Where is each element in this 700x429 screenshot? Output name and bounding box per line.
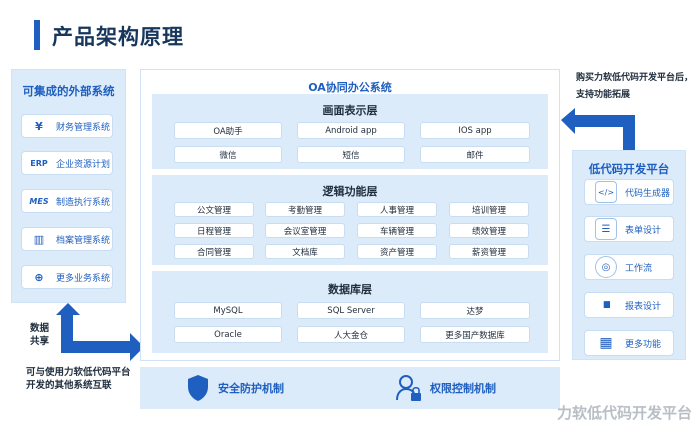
- external-system-more[interactable]: ⊕ 更多业务系统: [21, 265, 113, 289]
- external-system-erp[interactable]: ERP 企业资源计划: [21, 151, 113, 175]
- logic-cell: 培训管理: [449, 202, 529, 217]
- database-cell: 更多国产数据库: [420, 326, 530, 343]
- tool-code-generator[interactable]: </> 代码生成器: [584, 179, 674, 205]
- watermark: 力软低代码开发平台: [556, 404, 692, 422]
- mes-icon: MES: [29, 196, 49, 206]
- external-system-label: 更多业务系统: [56, 273, 111, 284]
- presentation-cell: OA助手: [174, 122, 282, 139]
- code-icon: </>: [595, 181, 617, 203]
- logic-cell: 资产管理: [357, 244, 437, 259]
- tool-label: 报表设计: [625, 301, 662, 312]
- permission-mechanism: 权限控制机制: [396, 367, 496, 409]
- logic-cell: 会议室管理: [265, 223, 345, 238]
- expansion-line2: 支持功能拓展: [576, 90, 631, 100]
- security-mechanism: 安全防护机制: [186, 367, 284, 409]
- external-system-label: 财务管理系统: [56, 122, 111, 133]
- database-cell: Oracle: [174, 326, 282, 343]
- database-cell: 人大金仓: [297, 326, 405, 343]
- logic-cell: 考勤管理: [265, 202, 345, 217]
- tool-label: 代码生成器: [625, 188, 671, 199]
- expansion-arrow: [561, 108, 635, 152]
- lowcode-platform-title: 低代码开发平台: [588, 162, 670, 176]
- shield-icon: [188, 375, 208, 401]
- data-share-line2: 共享: [30, 336, 50, 347]
- presentation-cell: Android app: [297, 122, 405, 139]
- interconnect-note: 可与使用力软低代码平台 开发的其他系统互联: [26, 366, 131, 392]
- page-title: 产品架构原理: [52, 25, 184, 49]
- tool-workflow[interactable]: ◎ 工作流: [584, 254, 674, 280]
- presentation-layer-title: 画面表示层: [322, 104, 378, 117]
- logic-cell: 公文管理: [174, 202, 254, 217]
- data-share-label: 数据 共享: [30, 322, 49, 348]
- database-cell: SQL Server: [297, 302, 405, 319]
- external-systems-panel: 可集成的外部系统: [11, 69, 126, 303]
- presentation-cell: 微信: [174, 146, 282, 163]
- tool-report-design[interactable]: ▮▮ 报表设计: [584, 292, 674, 318]
- database-layer-title: 数据库层: [328, 283, 372, 296]
- database-cell: 达梦: [420, 302, 530, 319]
- expansion-note: 购买力软低代码开发平台后， 支持功能拓展: [576, 72, 693, 102]
- presentation-cell: 短信: [297, 146, 405, 163]
- workflow-icon: ◎: [595, 256, 617, 278]
- data-share-arrow-head: [130, 333, 144, 361]
- database-cell: MySQL: [174, 302, 282, 319]
- security-mechanism-label: 安全防护机制: [218, 382, 284, 395]
- mechanisms-bar: [140, 367, 560, 409]
- tool-label: 更多功能: [625, 339, 662, 350]
- tool-label: 表单设计: [625, 225, 662, 236]
- form-icon: ☰: [595, 218, 617, 240]
- logic-cell: 合同管理: [174, 244, 254, 259]
- user-lock-icon: [396, 375, 421, 401]
- expansion-arrow-shape: [561, 108, 635, 152]
- logic-cell: 车辆管理: [357, 223, 437, 238]
- external-system-mes[interactable]: MES 制造执行系统: [21, 189, 113, 213]
- tool-more-features[interactable]: ▦ 更多功能: [584, 330, 674, 356]
- presentation-cell: IOS app: [420, 122, 530, 139]
- external-system-label: 制造执行系统: [56, 197, 111, 208]
- bar-chart-icon: ▮▮: [603, 300, 611, 310]
- presentation-cell: 邮件: [420, 146, 530, 163]
- permission-mechanism-label: 权限控制机制: [430, 382, 496, 395]
- erp-icon: ERP: [30, 158, 48, 168]
- archive-icon: ▥: [33, 232, 45, 246]
- external-systems-title: 可集成的外部系统: [22, 84, 115, 98]
- external-system-archive[interactable]: ▥ 档案管理系统: [21, 227, 113, 251]
- data-share-line1: 数据: [30, 323, 50, 334]
- external-system-finance[interactable]: ¥ 财务管理系统: [21, 114, 113, 138]
- tool-form-design[interactable]: ☰ 表单设计: [584, 216, 674, 242]
- grid-search-icon: ▦: [599, 335, 613, 351]
- yen-icon: ¥: [35, 119, 43, 133]
- title-accent-bar: [34, 20, 40, 50]
- globe-icon: ⊕: [34, 270, 44, 284]
- logic-cell: 文档库: [265, 244, 345, 259]
- interconnect-line2: 开发的其他系统互联: [26, 380, 112, 391]
- logic-cell: 日程管理: [174, 223, 254, 238]
- expansion-line1: 购买力软低代码开发平台后，: [576, 73, 694, 83]
- logic-cell: 绩效管理: [449, 223, 529, 238]
- external-system-label: 企业资源计划: [56, 159, 111, 170]
- external-system-label: 档案管理系统: [56, 235, 111, 246]
- logic-cell: 人事管理: [357, 202, 437, 217]
- data-share-arrow: [56, 303, 144, 361]
- tool-label: 工作流: [625, 263, 653, 274]
- logic-layer-title: 逻辑功能层: [322, 185, 378, 198]
- interconnect-line1: 可与使用力软低代码平台: [26, 367, 131, 378]
- data-share-arrow-shape: [56, 303, 138, 353]
- logic-cell: 薪资管理: [449, 244, 529, 259]
- oa-system-title: OA协同办公系统: [308, 81, 392, 94]
